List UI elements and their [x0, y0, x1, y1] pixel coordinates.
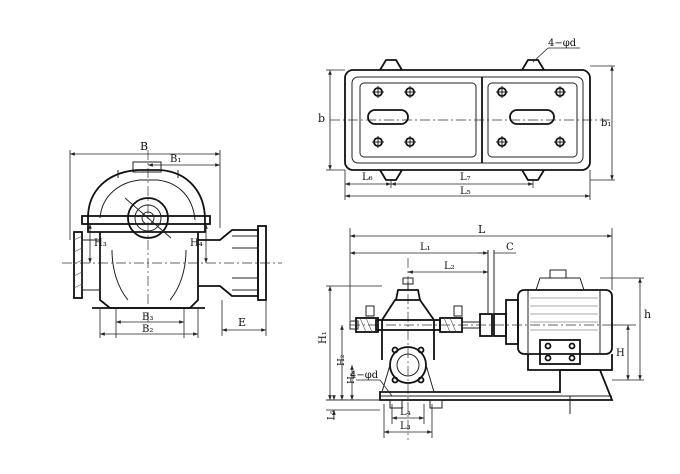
dim-b-label: b: [318, 112, 325, 125]
side-motor-lifting-eye: [535, 277, 585, 291]
plan-lug-top-left: [379, 59, 403, 71]
dim-H4-label: H₄: [190, 238, 203, 249]
front-shaft-eye-outer: [127, 197, 169, 239]
side-motor-endshield: [505, 299, 519, 345]
front-top-boss: [132, 161, 162, 173]
dim-B2-label: B₂: [142, 324, 153, 335]
front-casing-lower: [99, 232, 199, 309]
dim-L5-top-label: L₅: [460, 186, 471, 197]
side-bolt-label: 4−φd: [350, 370, 379, 381]
dim-H3-label: H₃: [94, 238, 107, 249]
side-pump-body: [381, 299, 435, 360]
front-split-flange: [81, 215, 211, 225]
dim-B3-label: B₃: [142, 312, 153, 323]
side-motor-feet: [527, 354, 613, 371]
dim-B-label: B: [140, 140, 148, 153]
dim-H-label: H: [616, 348, 625, 359]
dim-h-label: h: [644, 308, 651, 321]
plan-lug-bottom-right: [521, 169, 545, 181]
front-casing-inner: [99, 179, 196, 221]
dim-B1-label: B₁: [170, 154, 181, 165]
side-terminal-box: [539, 339, 581, 365]
plan-bolt-holes: [372, 86, 566, 148]
dim-L7-label: L₇: [460, 172, 471, 183]
plan-bolt-label: 4−φd: [548, 38, 577, 49]
side-coupling-half-a: [479, 313, 493, 337]
front-right-flange: [257, 225, 267, 301]
plan-base-inner: [351, 76, 584, 164]
side-suction-inner: [396, 353, 420, 377]
plan-lug-bottom-left: [379, 169, 403, 181]
dim-H6-label: H₆: [347, 372, 357, 384]
side-left-gland: [355, 317, 379, 333]
dim-L3-label: L₃: [400, 421, 411, 432]
plan-lug-top-right: [521, 59, 545, 71]
dim-E-label: E: [238, 316, 246, 329]
dim-H1-label: H₁: [318, 331, 329, 344]
dim-L6-label: L₆: [362, 172, 373, 183]
plan-view: 4−φd b b₁ L₆ L₇ L₅: [318, 38, 615, 200]
dim-L2-label: L₂: [444, 261, 455, 272]
plan-slot-right: [509, 109, 555, 125]
side-view: L L₁ L₂ C H₁ H₂ H₆ 4−φd L₅: [318, 223, 651, 440]
plan-base-outer: [344, 69, 591, 171]
dim-L1-label: L₁: [420, 242, 431, 253]
front-shaft-eye-inner: [134, 204, 162, 232]
dim-L4-label: L₄: [400, 407, 411, 418]
dim-b1-label: b₁: [601, 118, 611, 129]
front-left-flange: [73, 231, 83, 299]
dim-L-label: L: [478, 223, 486, 236]
side-motor-body: [517, 289, 613, 355]
front-casing-upper: [87, 169, 206, 233]
dim-H2-label: H₂: [337, 354, 347, 366]
plan-slot-left: [367, 109, 409, 125]
dim-L5-side-label: L₅: [327, 410, 337, 420]
dim-C-label: C: [506, 242, 514, 253]
front-view: B B₁ H₃ H₄ B₃ B₂ E: [62, 140, 282, 338]
